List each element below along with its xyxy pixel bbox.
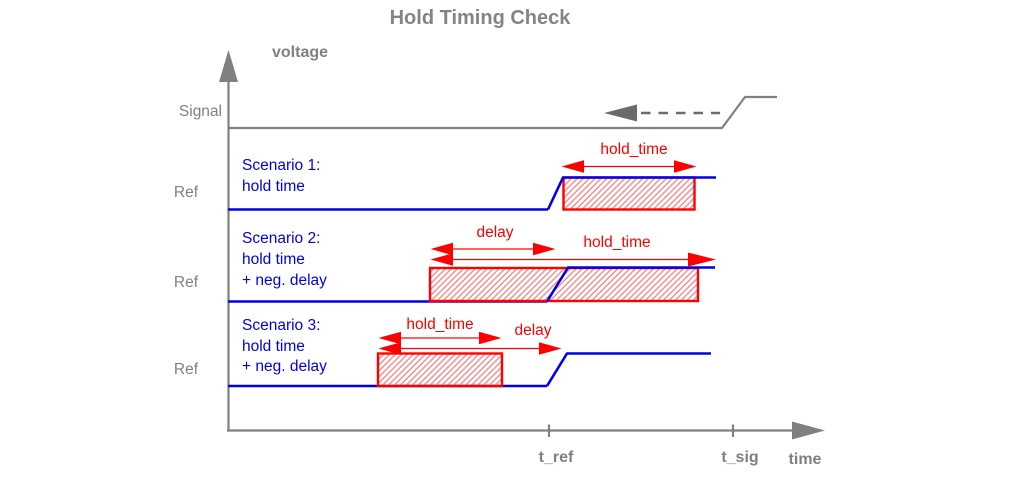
hold-window-rect-1 xyxy=(562,176,696,211)
hold-time-arrow-3 xyxy=(378,331,502,345)
tick-label-t-sig: t_sig xyxy=(721,449,758,466)
scenario-3-desc-1: hold time xyxy=(242,338,305,355)
x-axis xyxy=(227,421,825,440)
hold-time-arrow-1 xyxy=(561,160,697,173)
annotation-hold-time-1: hold_time xyxy=(600,141,667,158)
hold-window-rect-3 xyxy=(376,352,504,388)
hold-time-arrow-2 xyxy=(430,252,716,267)
ref-row-label-2: Ref xyxy=(174,274,199,291)
y-axis xyxy=(219,50,238,431)
ref3-rise-line xyxy=(545,352,711,387)
tick-label-t-ref: t_ref xyxy=(539,449,574,466)
ref2-rise-line xyxy=(545,266,715,303)
arrowhead-right-icon xyxy=(533,242,556,256)
ref-row-label-3: Ref xyxy=(174,361,199,378)
delay-arrow-3 xyxy=(378,342,562,355)
scenario-3-waveform xyxy=(228,331,711,388)
scenario-2-waveform xyxy=(228,242,716,303)
scenario-2-name: Scenario 2: xyxy=(242,230,320,247)
annotation-hold-time-2: hold_time xyxy=(583,234,650,251)
annotation-delay-3: delay xyxy=(514,322,551,339)
arrowhead-left-icon xyxy=(561,160,584,173)
scenario-2-desc-2: + neg. delay xyxy=(242,272,327,289)
annotation-delay-2: delay xyxy=(476,224,513,241)
scenario-1-desc-1: hold time xyxy=(242,178,305,195)
scenario-3-name: Scenario 3: xyxy=(242,317,320,334)
signal-waveform xyxy=(228,95,777,130)
arrowhead-right-icon xyxy=(688,252,716,267)
signal-row-label: Signal xyxy=(179,103,222,120)
arrowhead-left-icon xyxy=(430,253,453,266)
ref1-rise-line xyxy=(546,176,716,211)
arrowhead-right-icon xyxy=(479,331,502,345)
arrowhead-left-icon xyxy=(378,331,401,345)
y-axis-arrowhead-icon xyxy=(219,50,238,82)
signal-line xyxy=(228,95,777,130)
shift-left-arrowhead-icon xyxy=(604,104,637,122)
scenario-2-desc-1: hold time xyxy=(242,251,305,268)
scenario-1-waveform xyxy=(228,160,716,211)
arrowhead-left-icon xyxy=(430,242,453,256)
scenario-3-desc-2: + neg. delay xyxy=(242,358,327,375)
ref-row-label-1: Ref xyxy=(174,184,199,201)
arrowhead-left-icon xyxy=(378,342,401,355)
arrowhead-right-icon xyxy=(674,160,697,173)
scenario-1-name: Scenario 1: xyxy=(242,157,320,174)
delay-arrow-2 xyxy=(430,242,556,256)
x-axis-arrowhead-icon xyxy=(792,421,825,440)
x-axis-label: time xyxy=(789,451,822,468)
arrowhead-right-icon xyxy=(539,342,562,355)
annotation-hold-time-3: hold_time xyxy=(406,316,473,333)
page-title: Hold Timing Check xyxy=(390,7,572,29)
y-axis-label: voltage xyxy=(272,44,328,61)
